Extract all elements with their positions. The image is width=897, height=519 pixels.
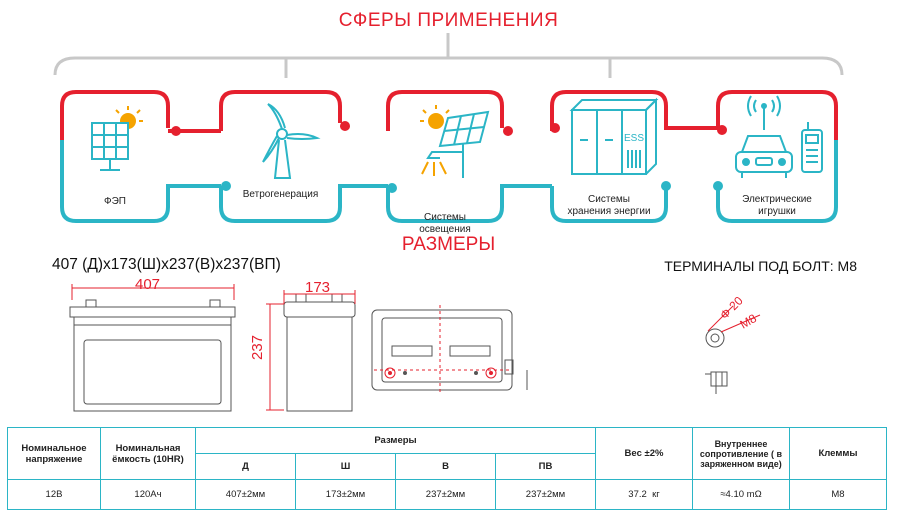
application-label-storage: Системы хранения энергии [567, 194, 651, 217]
cell-capacity: 120Ач [100, 479, 196, 510]
wind-turbine-icon [262, 103, 321, 179]
cell-terminals: M8 [789, 479, 887, 510]
battery-side-view [283, 293, 356, 412]
battery-front-view [69, 299, 236, 412]
application-card-solar [60, 90, 221, 223]
application-label-wind: Ветрогенерация [242, 189, 319, 200]
cell-ph: 237±2мм [495, 479, 596, 510]
bolt-thread-label: M8 [738, 311, 760, 332]
cell-h: 237±2мм [395, 479, 496, 510]
width-label: 173 [305, 279, 331, 296]
header-h: В [395, 453, 496, 480]
application-card-lighting [386, 90, 552, 223]
terminal-text: ТЕРМИНАЛЫ ПОД БОЛТ: M8 [664, 258, 857, 274]
cell-voltage: 12В [7, 479, 101, 510]
terminal-markers [384, 367, 497, 379]
application-label-lighting: Системы освещения [419, 212, 471, 235]
header-d: Д [195, 453, 296, 480]
energy-storage-icon [569, 97, 659, 175]
electric-toy-car-icon [735, 95, 823, 178]
header-dimensions: Размеры [195, 427, 596, 454]
solar-panel-icon [91, 106, 143, 171]
header-weight: Вес ±2% [595, 427, 693, 480]
solar-street-light-icon [420, 105, 490, 178]
header-capacity: Номинальная ёмкость (10HR) [100, 427, 196, 480]
header-ph: ПВ [495, 453, 596, 480]
header-terminals: Клеммы [789, 427, 887, 480]
length-label: 407 [135, 276, 161, 293]
table-row: 12В 120Ач 407±2мм 173±2мм 237±2мм 237±2м… [7, 479, 887, 510]
application-card-storage [550, 90, 718, 223]
height-label: 237 [249, 334, 266, 360]
applications-frame: ESS [53, 33, 844, 223]
cell-w: 173±2мм [295, 479, 396, 510]
cell-d: 407±2мм [195, 479, 296, 510]
spec-table: Номинальное напряжение Номинальная ёмкос… [7, 427, 887, 510]
header-voltage: Номинальное напряжение [7, 427, 101, 480]
application-label-toys: Электрические игрушки [742, 194, 812, 217]
cell-resistance: ≈4.10 mΩ [692, 479, 790, 510]
applications-title: СФЕРЫ ПРИМЕНЕНИЯ [338, 10, 559, 31]
application-card-toys [713, 90, 838, 223]
ess-badge: ESS [624, 133, 644, 144]
application-card-wind [219, 90, 388, 223]
header-w: Ш [295, 453, 396, 480]
application-label-solar: ФЭП [104, 196, 126, 207]
battery-drawings: Φ 20 M8 [69, 284, 761, 412]
bolt-detail [705, 305, 761, 394]
battery-top-view [371, 309, 528, 391]
header-resistance: Внутреннее сопротивление ( в заряженном … [692, 427, 790, 480]
dimensions-text: 407 (Д)x173(Ш)x237(В)x237(ВП) [52, 256, 281, 273]
cell-weight: 37.2 кг [595, 479, 693, 510]
sizes-title: РАЗМЕРЫ [401, 234, 496, 255]
